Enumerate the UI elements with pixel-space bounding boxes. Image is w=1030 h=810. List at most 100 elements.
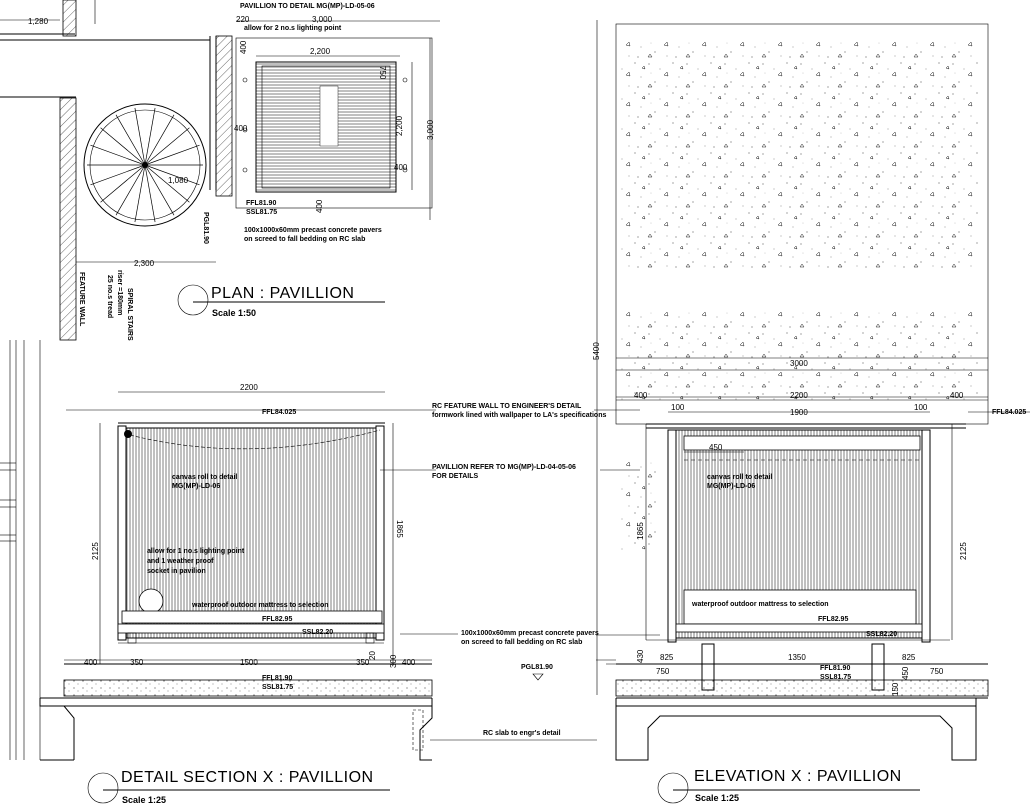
elev-dim-450-top: 450 <box>709 443 723 452</box>
plan-dim-220: 220 <box>236 15 250 24</box>
elev-dim-450-v: 450 <box>901 666 910 680</box>
sec-ffl-mid: FFL82.95 <box>262 616 292 623</box>
callout-rc-wall-2: formwork lined with wallpaper to LA's sp… <box>432 412 606 419</box>
sec-dim-2200: 2200 <box>240 383 258 392</box>
elev-dim-3000: 3000 <box>790 359 808 368</box>
elev-dim-825-l: 825 <box>660 653 674 662</box>
plan-view <box>0 0 440 341</box>
elev-dim-2200: 2200 <box>790 391 808 400</box>
sec-dim-350-r: 350 <box>356 658 370 667</box>
elev-dim-150: 150 <box>891 682 900 696</box>
plan-dim-2300: 2,300 <box>134 259 155 268</box>
plan-dim-3000-side: 3,000 <box>426 119 435 140</box>
sec-canvas-2: MG(MP)-LD-06 <box>172 483 220 490</box>
section-title: DETAIL SECTION X : PAVILLION <box>121 769 374 786</box>
stair-tread <box>144 164 156 223</box>
elev-canvas-2: MG(MP)-LD-06 <box>707 483 755 490</box>
elev-ffl-bot: FFL81.90 <box>820 665 850 672</box>
plan-feature-wall: FEATURE WALL <box>78 272 85 327</box>
elev-mattress: waterproof outdoor mattress to selection <box>691 601 829 608</box>
callout-pavers-1: 100x1000x60mm precast concrete pavers <box>461 630 599 637</box>
sec-dim-400-l: 400 <box>84 658 98 667</box>
callout-rc-slab: RC slab to engr's detail <box>483 730 561 737</box>
plan-dim-400-d: 400 <box>315 199 324 213</box>
plan-title: PLAN : PAVILLION <box>211 285 354 302</box>
stair-tread <box>100 127 146 166</box>
feature-wall-elevation <box>596 20 989 695</box>
plan-pavers-1: 100x1000x60mm precast concrete pavers <box>244 227 382 234</box>
sec-canvas-1: canvas roll to detail <box>172 474 237 481</box>
elev-ssl-bot: SSL81.75 <box>820 674 851 681</box>
elevation-title: ELEVATION X : PAVILLION <box>694 768 902 785</box>
elev-dim-400-r: 400 <box>950 391 964 400</box>
plan-header-note: PAVILLION TO DETAIL MG(MP)-LD-05-06 <box>240 3 375 10</box>
plan-pgl: PGL81.90 <box>202 212 209 244</box>
elev-dim-400-l: 400 <box>634 391 648 400</box>
sec-lighting-1: allow for 1 no.s lighting point <box>147 548 245 555</box>
stair-tread <box>115 164 146 216</box>
stair-tread <box>144 164 200 186</box>
callout-pav-ref-2: FOR DETAILS <box>432 473 478 480</box>
sec-lighting-3: socket in pavilion <box>147 568 206 575</box>
elev-dim-750-l: 750 <box>656 667 670 676</box>
sec-dim-350-l: 350 <box>130 658 144 667</box>
elev-canvas-1: canvas roll to detail <box>707 474 772 481</box>
sec-ffl-top: FFL84.025 <box>262 409 296 416</box>
elev-ssl-mid: SSL82.20 <box>866 631 897 638</box>
spiral-stair <box>83 103 207 227</box>
plan-ffl: FFL81.90 <box>246 200 276 207</box>
stair-tread <box>134 164 146 223</box>
stair-tread <box>144 114 175 166</box>
sec-dim-1865: 1865 <box>395 520 404 538</box>
sec-dim-400-r: 400 <box>402 658 416 667</box>
plan-dim-400-a: 400 <box>239 40 248 54</box>
stair-tread <box>115 114 146 166</box>
sec-ssl-bot: SSL81.75 <box>262 684 293 691</box>
sec-mattress: waterproof outdoor mattress to selection <box>191 602 329 609</box>
plan-lighting-note: allow for 2 no.s lighting point <box>244 25 342 32</box>
plan-dim-400-b: 400 <box>234 124 248 133</box>
stair-tread <box>134 107 146 166</box>
stair-tread <box>90 164 146 186</box>
plan-dim-750: 750 <box>378 66 387 80</box>
plan-dim-1080: 1,080 <box>168 176 189 185</box>
callout-pavers-2: on screed to fall bedding on RC slab <box>461 639 582 646</box>
elev-dim-430: 430 <box>636 649 645 663</box>
plan-dim-2200-top: 2,200 <box>310 47 331 56</box>
elev-dim-5400: 5400 <box>592 342 601 360</box>
plan-ssl: SSL81.75 <box>246 209 277 216</box>
elev-dim-1350: 1350 <box>788 653 806 662</box>
section-view <box>0 340 436 804</box>
elev-dim-100-r: 100 <box>914 403 928 412</box>
callout-leaders <box>400 409 660 741</box>
sec-ssl-mid: SSL82.20 <box>302 629 333 636</box>
sec-dim-2125: 2125 <box>91 542 100 560</box>
plan-dim-2200-side: 2,200 <box>395 115 404 136</box>
plan-scale: Scale 1:50 <box>212 308 256 318</box>
plan-stairs-1: SPIRAL STAIRS <box>126 288 133 341</box>
elev-dim-100-l: 100 <box>671 403 685 412</box>
sec-dim-20: 20 <box>368 651 377 660</box>
elev-ffl-top: FFL84.025 <box>992 409 1026 416</box>
sec-lighting-2: and 1 weather proof <box>147 558 214 565</box>
elev-dim-750-r: 750 <box>930 667 944 676</box>
sec-dim-1500: 1500 <box>240 658 258 667</box>
section-scale: Scale 1:25 <box>122 795 166 805</box>
sec-ffl-bot: FFL81.90 <box>262 675 292 682</box>
plan-dim-3000-top: 3,000 <box>312 15 333 24</box>
elev-dim-2125: 2125 <box>959 542 968 560</box>
stair-tread <box>144 107 156 166</box>
plan-dim-400-c: 400 <box>394 163 408 172</box>
callout-pav-ref-1: PAVILLION REFER TO MG(MP)-LD-04-05-06 <box>432 464 576 471</box>
plan-stairs-2: riser =180mm <box>116 270 123 315</box>
stair-tread <box>144 144 200 166</box>
plan-pavers-2: on screed to fall bedding on RC slab <box>244 236 365 243</box>
stair-tread <box>144 164 175 216</box>
stair-tread <box>90 144 146 166</box>
callout-pgl: PGL81.90 <box>521 664 553 671</box>
elev-dim-1900: 1900 <box>790 408 808 417</box>
elevation-scale: Scale 1:25 <box>695 793 739 803</box>
sec-dim-300: 300 <box>389 654 398 668</box>
plan-stairs-3: 25 no.s tread <box>106 275 113 318</box>
